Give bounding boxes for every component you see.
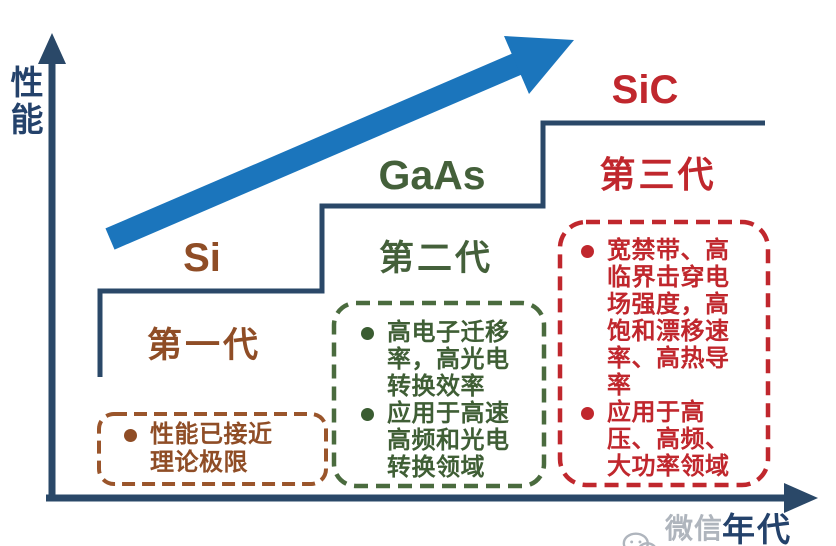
bullet-point: 应用于高速高频和光电转换领域 (352, 400, 538, 481)
gen2-callout-outline (331, 300, 547, 489)
gen2-point-1: 高电子迁移率，高光电转换效率 (387, 319, 510, 400)
gen1-point-1: 性能已接近理论极限 (150, 421, 273, 476)
x-axis-label: 年代 (722, 511, 792, 546)
bullet-point: 宽禁带、高临界击穿电场强度，高饱和漂移速率、高热导率 (572, 237, 764, 399)
generation-1-label: 第一代 (146, 326, 261, 365)
bullet-dot-icon (581, 245, 594, 258)
trend-arrow-head-icon (504, 36, 574, 94)
bullet-dot-icon (361, 408, 374, 421)
material-label-sic: SiC (611, 68, 679, 112)
bullet-dot-icon (581, 407, 594, 420)
material-label-gaas: GaAs (378, 152, 486, 198)
gen1-callout: 性能已接近理论极限 (99, 414, 326, 484)
gen1-callout-outline (97, 412, 328, 486)
watermark: 微信号:itbank (622, 507, 836, 546)
bullet-point: 高电子迁移率，高光电转换效率 (352, 319, 538, 400)
gen3-point-2: 应用于高压、高频、大功率领域 (607, 399, 730, 480)
gen3-callout: 宽禁带、高临界击穿电场强度，高饱和漂移速率、高热导率 应用于高压、高频、大功率领… (560, 222, 768, 485)
bullet-dot-icon (124, 429, 137, 442)
generation-2-label: 第二代 (378, 239, 493, 278)
material-label-si: Si (183, 236, 221, 280)
trend-arrow-shaft (105, 53, 522, 250)
gen2-point-2: 应用于高速高频和光电转换领域 (387, 400, 510, 481)
x-axis-arrowhead-icon (784, 483, 818, 513)
wechat-icon (622, 532, 656, 546)
y-axis-label: 性能 (10, 64, 44, 138)
bullet-dot-icon (361, 327, 374, 340)
gen3-callout-outline (557, 219, 771, 488)
gen3-point-1: 宽禁带、高临界击穿电场强度，高饱和漂移速率、高热导率 (607, 237, 730, 399)
bullet-point: 性能已接近理论极限 (115, 421, 326, 477)
staircase-step-line (97, 120, 765, 377)
generation-3-label: 第三代 (599, 154, 717, 195)
y-axis-arrowhead-icon (38, 33, 66, 64)
bullet-point: 应用于高压、高频、大功率领域 (572, 399, 764, 480)
gen2-callout: 高电子迁移率，高光电转换效率 应用于高速高频和光电转换领域 (334, 303, 544, 486)
watermark-text: 微信号:itbank (664, 513, 723, 544)
